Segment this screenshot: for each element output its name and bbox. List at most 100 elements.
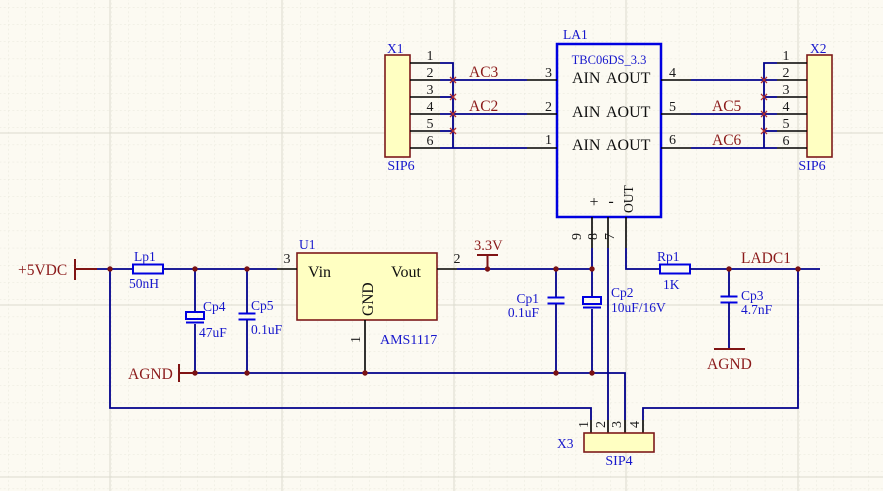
la1-designator[interactable]: LA1 [563,27,588,42]
x3-pin-number: 3 [610,421,625,428]
cp1-designator[interactable]: Cp1 [516,291,539,306]
la1-value[interactable]: TBC06DS_3.3 [572,53,647,67]
cp4-value[interactable]: 47uF [199,325,227,340]
la1-pin-number: 1 [545,133,552,148]
cp1-value[interactable]: 0.1uF [508,305,540,320]
la1-pin-name-aout: AOUT [606,104,651,121]
net-label-ladc1[interactable]: LADC1 [741,250,791,267]
connector-x3[interactable]: 1 2 3 4 X3 SIP4 [557,420,655,469]
lp1-designator[interactable]: Lp1 [134,249,156,264]
junction-dots [107,266,801,376]
x1-designator[interactable]: X1 [387,41,404,56]
x1-pin-number: 4 [427,100,434,115]
agnd-right-label[interactable]: AGND [707,356,752,373]
capacitor-cp5[interactable]: Cp5 0.1uF [238,269,283,373]
no-erc-markers-x1 [449,76,457,135]
la1-pin-number: 4 [669,66,676,81]
la1-pin-name-minus: - [608,193,613,210]
la1-pin-name-ain: AIN [572,137,601,154]
x1-pin-stubs [410,62,440,149]
capacitor-cp3[interactable]: Cp3 4.7nF [720,269,773,349]
la1-pin-number: 9 [570,233,585,240]
cp3-designator[interactable]: Cp3 [741,288,764,303]
capacitor-cp2[interactable]: Cp2 10uF/16V [582,248,666,373]
u1-designator[interactable]: U1 [299,237,316,252]
x1-pin-number: 6 [427,134,434,149]
rp1-designator[interactable]: Rp1 [657,249,680,264]
net-label-ac3[interactable]: AC3 [469,64,499,81]
x2-pin-stubs [777,62,807,149]
net-label-ac2[interactable]: AC2 [469,98,498,115]
la1-pin-number: 3 [545,66,552,81]
regulator-u1[interactable]: U1 Vin Vout GND 3 2 1 AMS1117 [277,237,461,373]
la1-pin-number: 8 [586,233,601,240]
u1-value[interactable]: AMS1117 [380,333,437,348]
x3-pin-number: 2 [594,421,609,428]
x1-bus-wires[interactable] [440,62,527,149]
net-out-wire[interactable] [625,248,660,270]
u1-pin-number-vout: 2 [454,252,461,267]
x2-pin-number: 5 [783,117,790,132]
connector-x1[interactable]: 1 2 3 4 5 6 X1 SIP6 [384,41,440,174]
x1-pin-number: 3 [427,83,434,98]
la1-pin-name-ain: AIN [572,70,601,87]
power-port-5vdc-label[interactable]: +5VDC [18,262,67,279]
x3-designator[interactable]: X3 [557,436,574,451]
capacitor-cp4[interactable]: Cp4 47uF [185,269,227,373]
x1-pin-number: 2 [427,66,434,81]
power-port-agnd-right[interactable]: AGND [707,348,752,373]
net-label-ac5[interactable]: AC5 [712,98,742,115]
cp2-designator[interactable]: Cp2 [611,285,634,300]
x1-pin-number: 1 [427,49,434,64]
x3-pin-number: 4 [628,421,643,428]
la1-pin-stubs [527,79,691,248]
u1-pin-number-vin: 3 [284,252,291,267]
x2-pin-number: 4 [783,100,790,115]
x2-designator[interactable]: X2 [810,41,827,56]
la1-pin-number: 7 [603,233,618,240]
la1-pin-number: 6 [669,133,676,148]
cp5-value[interactable]: 0.1uF [251,322,283,337]
power-port-3v3-label[interactable]: 3.3V [474,238,503,254]
cp5-designator[interactable]: Cp5 [251,298,274,313]
rp1-value[interactable]: 1K [663,277,680,292]
la1-pin-number: 2 [545,100,552,115]
cp3-value[interactable]: 4.7nF [741,302,773,317]
u1-pin-name-vin: Vin [308,264,331,281]
la1-pin-number: 5 [669,100,676,115]
x2-value[interactable]: SIP6 [798,159,825,174]
net-5v-wires[interactable] [97,268,592,420]
inductor-lp1[interactable]: Lp1 50nH [129,249,164,291]
la1-pin-name-out: OUT [621,185,636,213]
power-port-5vdc[interactable]: +5VDC [18,259,97,280]
x3-pin-number: 1 [577,421,592,428]
lp1-value[interactable]: 50nH [129,276,159,291]
no-erc-markers-x2 [760,76,768,135]
agnd-left-label[interactable]: AGND [128,366,173,383]
x2-pin-number: 1 [783,49,790,64]
capacitor-cp1[interactable]: Cp1 0.1uF [508,269,565,373]
cp4-designator[interactable]: Cp4 [203,299,226,314]
u1-pin-name-vout: Vout [391,264,421,281]
x1-pin-number: 5 [427,117,434,132]
connector-x2[interactable]: 1 2 3 4 5 6 X2 SIP6 [777,41,833,174]
u1-pin-name-gnd: GND [360,282,377,316]
filter-ic-la1[interactable]: LA1 TBC06DS_3.3 AIN AOUT AIN AOUT AIN AO… [527,27,691,248]
la1-pin-name-aout: AOUT [606,137,651,154]
x3-pin-stubs [590,420,644,433]
x2-pin-number: 2 [783,66,790,81]
net-label-ac6[interactable]: AC6 [712,132,742,149]
cp2-value[interactable]: 10uF/16V [611,300,666,315]
net-agnd-wires[interactable] [195,372,626,420]
u1-pin-number-gnd: 1 [349,336,364,343]
u1-pin-stubs [277,268,457,373]
x2-bus-wires[interactable] [691,62,777,149]
x2-pin-number: 6 [783,134,790,149]
la1-pin-name-plus: + [589,194,598,211]
x3-value[interactable]: SIP4 [605,454,632,469]
x1-value[interactable]: SIP6 [387,159,414,174]
la1-pin-name-ain: AIN [572,104,601,121]
la1-pin-name-aout: AOUT [606,70,651,87]
